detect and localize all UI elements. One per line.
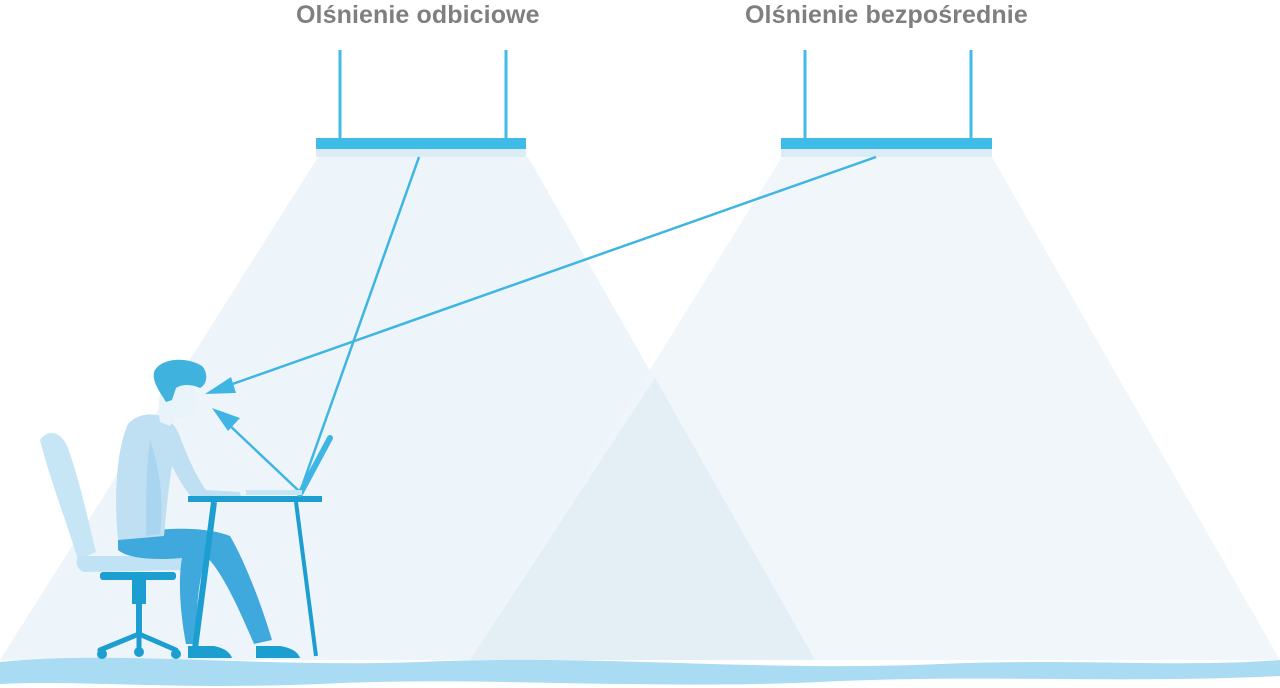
laptop: [246, 435, 333, 497]
direct-glare-lamp: [781, 50, 992, 157]
desk: [188, 496, 322, 657]
direct-glare-ray: [205, 155, 877, 394]
laptop-base: [246, 490, 302, 495]
cone-overlap: [470, 378, 815, 660]
direct-glare-label: Olśnienie bezpośrednie: [745, 1, 1028, 29]
direct-ray-arrowhead: [205, 377, 236, 394]
reflected-glare-ray: [212, 156, 421, 493]
reflected-glare-label: Olśnienie odbiciowe: [296, 1, 540, 29]
laptop-screen: [297, 435, 333, 497]
chair-seat: [76, 556, 186, 572]
seated-person: [116, 359, 300, 658]
reflected-glare-lamp: [316, 50, 526, 157]
chair-backrest: [40, 433, 96, 560]
person-hair: [153, 359, 207, 402]
person-shoes: [188, 646, 300, 658]
floor: [0, 657, 1280, 686]
reflected-ray-arrowhead: [212, 408, 240, 431]
office-chair: [40, 433, 186, 659]
person-legs: [118, 528, 272, 644]
